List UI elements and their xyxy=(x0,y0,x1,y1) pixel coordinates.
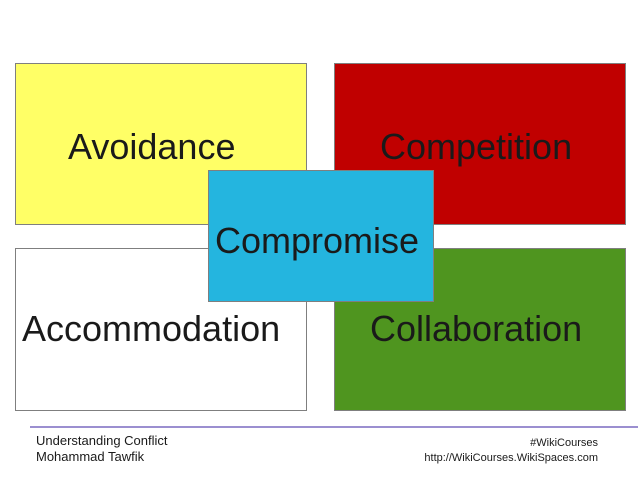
footer-left: Understanding Conflict Mohammad Tawfik xyxy=(36,433,168,465)
competition-label: Competition xyxy=(380,126,573,167)
footer-course-title: Understanding Conflict xyxy=(36,433,168,448)
footer-url: http://WikiCourses.WikiSpaces.com xyxy=(424,452,598,464)
accommodation-label: Accommodation xyxy=(22,308,281,349)
footer-divider xyxy=(30,426,638,428)
footer-right: #WikiCourses http://WikiCourses.WikiSpac… xyxy=(424,436,598,466)
compromise-center-box xyxy=(208,170,434,302)
footer-hashtag: #WikiCourses xyxy=(530,437,598,449)
collaboration-label: Collaboration xyxy=(370,308,583,349)
avoidance-label: Avoidance xyxy=(68,126,236,167)
footer-author: Mohammad Tawfik xyxy=(36,449,145,464)
compromise-label: Compromise xyxy=(215,220,420,261)
